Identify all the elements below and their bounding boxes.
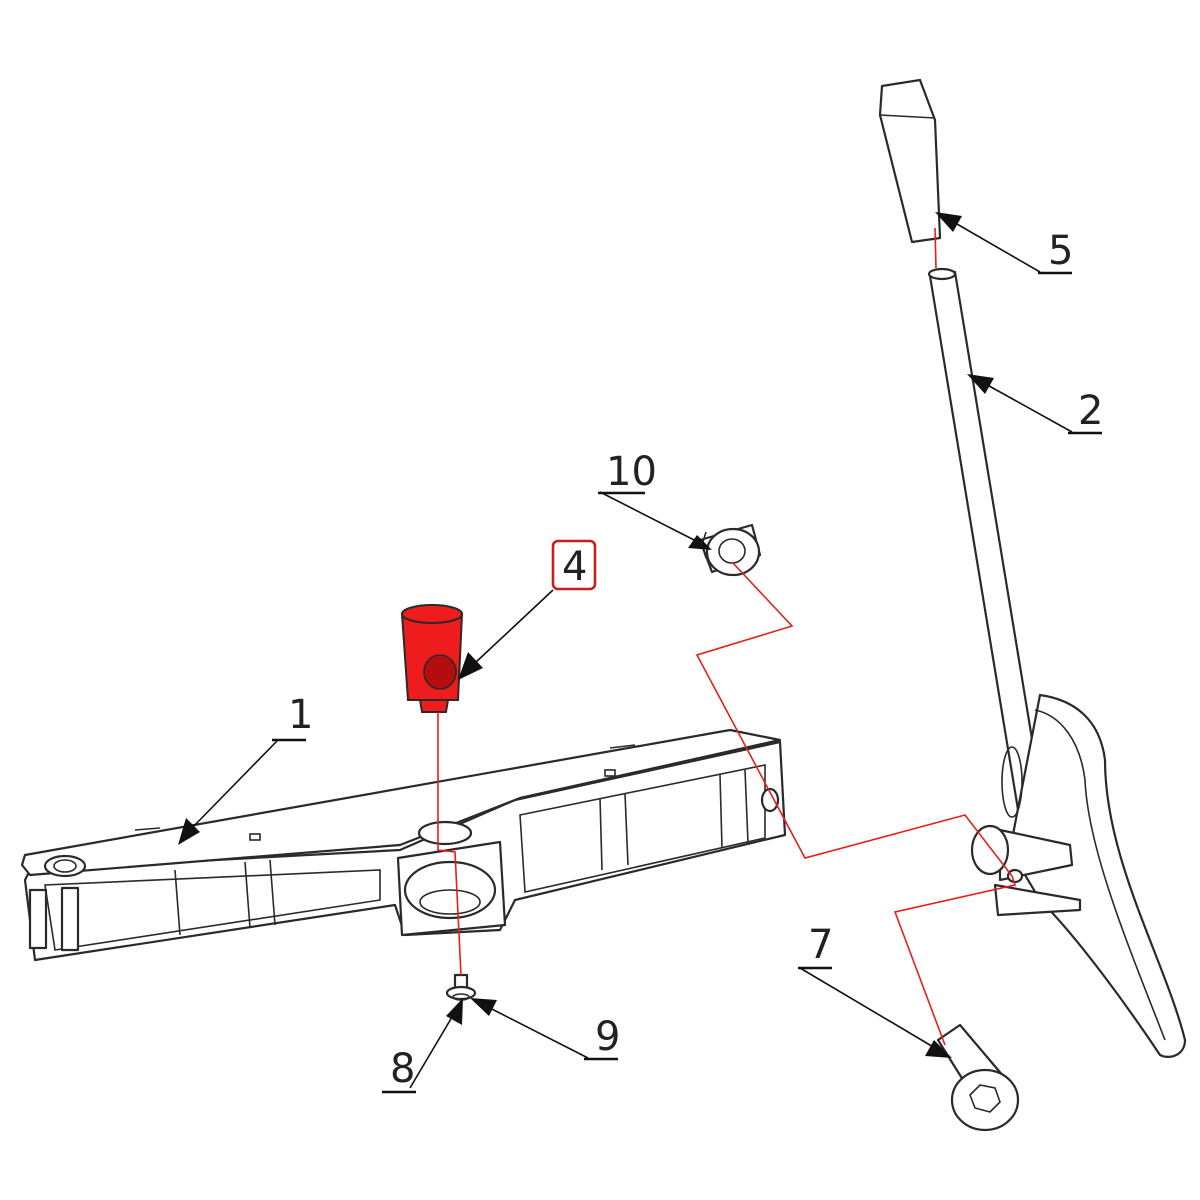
callout-label-4: 4 (562, 544, 587, 590)
callout-8[interactable]: 8 (382, 1046, 416, 1094)
blade-assembly[interactable] (970, 693, 1187, 1058)
callout-1[interactable]: 1 (272, 692, 313, 742)
leader-lines (178, 212, 1073, 1089)
callout-label-9: 9 (595, 1014, 620, 1060)
part-7-hex-bolt[interactable] (936, 1023, 1020, 1132)
callout-label-10: 10 (606, 449, 657, 495)
callout-2[interactable]: 2 (1068, 388, 1103, 435)
callout-9[interactable]: 9 (584, 1014, 620, 1061)
callout-label-7: 7 (808, 922, 833, 968)
part-5-grip[interactable] (878, 78, 942, 244)
part-4-bushing-highlighted[interactable] (400, 604, 464, 713)
assembly-lines (437, 227, 1017, 1046)
part-1-frame[interactable] (20, 728, 787, 962)
callout-label-8: 8 (390, 1046, 415, 1092)
callout-10[interactable]: 10 (598, 449, 657, 495)
part-8-9-screw-washer[interactable] (445, 973, 477, 1001)
callout-7[interactable]: 7 (798, 922, 833, 970)
part-10-sleeve[interactable] (698, 523, 762, 577)
callout-label-1: 1 (288, 692, 313, 738)
callout-label-5: 5 (1048, 228, 1073, 274)
callout-5[interactable]: 5 (1038, 228, 1073, 275)
callout-4[interactable]: 4 (551, 539, 597, 591)
callout-label-2: 2 (1078, 388, 1103, 434)
